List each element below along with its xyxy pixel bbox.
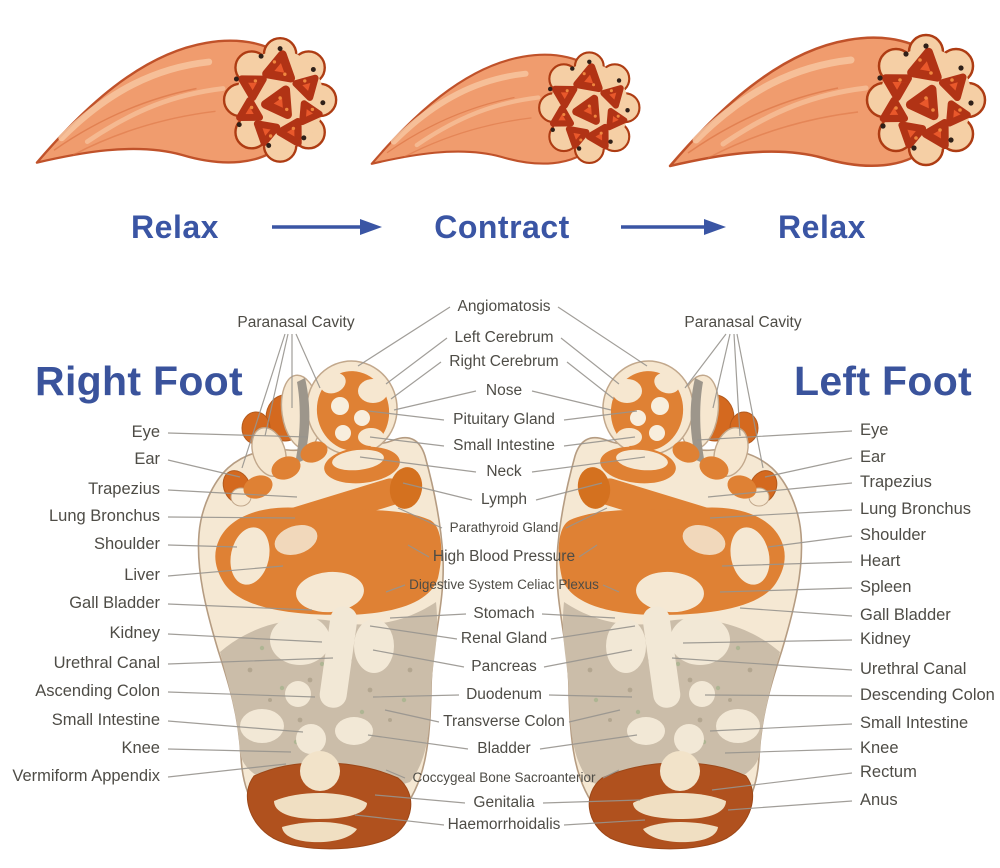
stage-label-contract: Contract <box>434 209 570 245</box>
right-foot-title: Right Foot <box>35 358 243 404</box>
right-foot-label-ear: Ear <box>134 450 160 468</box>
right-foot-label-kidney: Kidney <box>109 624 160 642</box>
center-label-neck: Neck <box>486 463 522 480</box>
center-label-lymph: Lymph <box>481 491 527 508</box>
stage-label-relax-1: Relax <box>131 209 219 245</box>
right-foot-label-liver: Liver <box>124 566 160 584</box>
center-label-high-blood-pressure: High Blood Pressure <box>432 548 576 565</box>
left-foot-label-eye: Eye <box>860 421 889 439</box>
center-label-stomach: Stomach <box>473 605 535 622</box>
center-label-haemorrhoidalis: Haemorrhoidalis <box>447 816 561 833</box>
right-foot-label-lung-bronchus: Lung Bronchus <box>49 507 160 525</box>
left-foot-label-trapezius: Trapezius <box>860 473 932 491</box>
right-foot-label-paranasal-cavity: Paranasal Cavity <box>237 314 355 331</box>
right-foot-label-eye: Eye <box>131 423 160 441</box>
center-label-right-cerebrum: Right Cerebrum <box>449 353 559 370</box>
right-foot-label-small-intestine: Small Intestine <box>51 711 160 729</box>
left-foot-label-descending-colon: Descending Colon <box>860 686 995 704</box>
arrow-right-icon <box>272 219 382 235</box>
center-label-duodenum: Duodenum <box>466 686 542 703</box>
left-foot-label-kidney: Kidney <box>860 630 911 648</box>
left-foot-label-small-intestine: Small Intestine <box>860 714 969 732</box>
right-foot-label-ascending-colon: Ascending Colon <box>35 682 160 700</box>
left-foot-label-rectum: Rectum <box>860 763 917 781</box>
muscle-relaxed-first <box>37 38 336 162</box>
center-label-pituitary-gland: Pituitary Gland <box>453 411 555 428</box>
center-label-coccygeal-bone-sacroanterior: Coccygeal Bone Sacroanterior <box>412 770 596 785</box>
center-label-pancreas: Pancreas <box>471 658 537 675</box>
center-label-digestive-system-celiac-plexus: Digestive System Celiac Plexus <box>409 577 599 592</box>
center-label-angiomatosis: Angiomatosis <box>457 298 551 315</box>
left-foot-label-urethral-canal: Urethral Canal <box>860 660 967 678</box>
left-foot-title: Left Foot <box>793 358 973 404</box>
center-label-small-intestine: Small Intestine <box>453 437 555 454</box>
leader-lines <box>167 306 853 826</box>
left-foot-label-ear: Ear <box>860 448 886 466</box>
left-foot-label-gall-bladder: Gall Bladder <box>860 606 951 624</box>
right-foot-label-urethral-canal: Urethral Canal <box>53 654 160 672</box>
right-foot-label-vermiform-appendix: Vermiform Appendix <box>12 767 160 785</box>
left-foot-label-lung-bronchus: Lung Bronchus <box>860 500 971 518</box>
center-label-transverse-colon: Transverse Colon <box>443 713 565 730</box>
arrow-right-icon <box>621 219 726 235</box>
stage-label-relax-2: Relax <box>778 209 866 245</box>
right-foot-label-trapezius: Trapezius <box>88 480 160 498</box>
muscle-contracted <box>372 52 640 163</box>
right-foot-label-shoulder: Shoulder <box>93 535 160 553</box>
muscle-relaxed-second <box>670 35 985 166</box>
left-foot-label-shoulder: Shoulder <box>860 526 927 544</box>
left-foot-label-spleen: Spleen <box>860 578 912 596</box>
right-foot-label-gall-bladder: Gall Bladder <box>69 594 160 612</box>
right-foot-graphic <box>197 353 445 850</box>
right-foot-label-knee: Knee <box>121 739 160 757</box>
center-label-bladder: Bladder <box>477 740 531 757</box>
center-label-renal-gland: Renal Gland <box>460 630 548 647</box>
left-foot-label-anus: Anus <box>860 791 898 809</box>
left-foot-label-knee: Knee <box>860 739 899 757</box>
center-label-left-cerebrum: Left Cerebrum <box>454 329 554 346</box>
center-label-nose: Nose <box>485 382 523 399</box>
center-label-genitalia: Genitalia <box>473 794 535 811</box>
left-foot-label-heart: Heart <box>860 552 901 570</box>
left-foot-label-paranasal-cavity: Paranasal Cavity <box>684 314 802 331</box>
center-label-parathyroid-gland: Parathyroid Gland <box>449 520 559 535</box>
